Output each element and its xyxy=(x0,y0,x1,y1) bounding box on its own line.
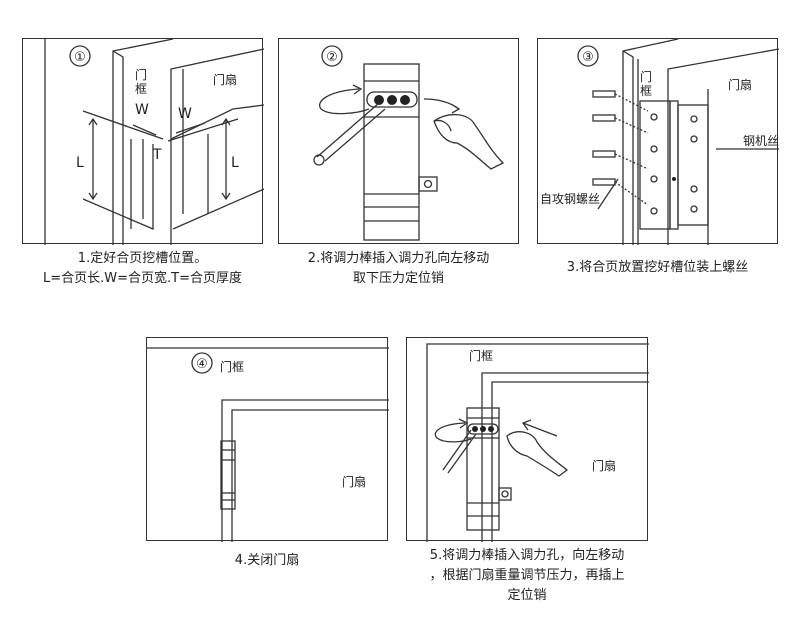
step-2-number: ② xyxy=(326,50,338,65)
frame-label-top: 门 xyxy=(135,67,147,82)
caption-line: 1.定好合页挖槽位置。 xyxy=(77,251,208,266)
step-4-caption: 4.关闭门扇 xyxy=(146,551,388,571)
adjust-hole xyxy=(400,95,410,105)
step-3-caption: 3.将合页放置挖好槽位装上螺丝 xyxy=(537,258,778,278)
adjust-hole-plate xyxy=(366,91,418,108)
direction-arrow xyxy=(522,422,558,437)
hand-icon xyxy=(433,114,505,170)
door-leaf-label: 门扇 xyxy=(728,77,752,92)
step-1-panel: ① 门 框 门扇 W W T L L xyxy=(22,38,264,245)
hinge-barrel xyxy=(669,100,679,230)
door-leaf-label: 门扇 xyxy=(592,458,616,473)
hinge-body xyxy=(363,63,420,241)
self-tapping-screw-icon xyxy=(592,114,649,134)
frame-label-bottom: 框 xyxy=(135,82,147,96)
caption-line: 4.关闭门扇 xyxy=(234,553,300,568)
adjust-hole xyxy=(387,95,397,105)
rotation-arrow xyxy=(434,422,472,443)
caption-line: 取下压力定位销 xyxy=(352,271,444,286)
width-label-left: W xyxy=(135,102,149,118)
step-number-circle xyxy=(191,352,213,374)
door-frame-label: 门框 xyxy=(220,359,244,374)
door-leaf-outline xyxy=(667,48,779,245)
caption-line: 5.将调力棒插入调力孔，向左移动 xyxy=(429,548,625,563)
step-2-panel: ② xyxy=(278,38,519,244)
length-label-left: L xyxy=(76,155,84,171)
door-leaf-label: 门扇 xyxy=(342,474,366,489)
closed-hinge xyxy=(220,440,236,510)
step-4-illustration: ④ 门框 门扇 xyxy=(147,347,389,542)
door-leaf-outline xyxy=(170,48,264,245)
step-2-caption: 2.将调力棒插入调力孔向左移动 取下压力定位销 xyxy=(278,249,519,289)
door-frame-inner xyxy=(221,399,389,542)
adjust-hole xyxy=(488,426,494,432)
step-5-illustration: 门框 门扇 xyxy=(426,343,649,542)
caption-line: 2.将调力棒插入调力孔向左移动 xyxy=(307,251,490,266)
step-3-panel: ③ xyxy=(537,38,779,245)
caption-line: 定位销 xyxy=(507,588,547,603)
width-label-right: W xyxy=(178,106,192,122)
step-3-illustration: ③ xyxy=(540,39,779,245)
step-1-illustration: ① 门 框 门扇 W W T L L xyxy=(44,39,264,245)
adjust-hole xyxy=(472,426,478,432)
adjusting-rod xyxy=(442,429,472,471)
frame-label-top: 门 xyxy=(640,69,652,84)
self-tapping-pointer xyxy=(597,178,619,210)
machine-screw-label: 钢机丝 xyxy=(743,134,779,148)
step-5-panel: 门框 门扇 xyxy=(406,337,649,542)
length-label-right: L xyxy=(231,155,239,171)
step-4-panel: ④ 门框 门扇 xyxy=(146,337,389,542)
step-3-number: ③ xyxy=(582,50,594,65)
positioning-pin-tab xyxy=(418,176,438,192)
step-2-illustration: ② xyxy=(313,45,505,241)
step-5-caption: 5.将调力棒插入调力孔，向左移动 ，根据门扇重量调节压力，再插上 定位销 xyxy=(396,546,658,606)
hinge-body xyxy=(466,407,500,531)
frame-label-bottom: 框 xyxy=(640,84,652,98)
caption-line: ，根据门扇重量调节压力，再插上 xyxy=(429,568,625,583)
self-tapping-screw-icon xyxy=(592,178,649,206)
door-frame-inner xyxy=(481,372,649,542)
caption-line: 3.将合页放置挖好槽位装上螺丝 xyxy=(566,260,749,275)
hinge-frame-plate xyxy=(677,104,709,226)
rotation-arrow xyxy=(319,88,370,115)
adjusting-rod xyxy=(316,102,380,158)
door-frame-outer xyxy=(426,343,649,542)
width-arrow-right xyxy=(175,122,206,134)
thickness-label: T xyxy=(152,147,162,163)
step-number-circle xyxy=(577,45,599,67)
self-tapping-screw-icon xyxy=(592,90,649,112)
adjust-hole-plate xyxy=(467,423,499,435)
width-arrow-left xyxy=(132,124,157,136)
door-leaf-label: 门扇 xyxy=(213,72,237,87)
adjust-hole xyxy=(374,95,384,105)
caption-line: L=合页长.W=合页宽.T=合页厚度 xyxy=(43,271,242,286)
self-tapping-screw-icon xyxy=(592,150,649,170)
door-frame-label: 门框 xyxy=(469,348,493,363)
positioning-pin-tab xyxy=(498,487,512,501)
step-4-number: ④ xyxy=(196,357,208,372)
direction-arrow xyxy=(423,98,460,110)
hand-icon xyxy=(506,431,569,477)
step-number-circle xyxy=(69,45,91,67)
self-tapping-screw-label: 自攻钢螺丝 xyxy=(540,192,600,206)
adjust-hole xyxy=(480,426,486,432)
step-1-number: ① xyxy=(74,50,86,65)
step-1-caption: 1.定好合页挖槽位置。 L=合页长.W=合页宽.T=合页厚度 xyxy=(22,249,263,289)
step-number-circle xyxy=(321,45,343,67)
